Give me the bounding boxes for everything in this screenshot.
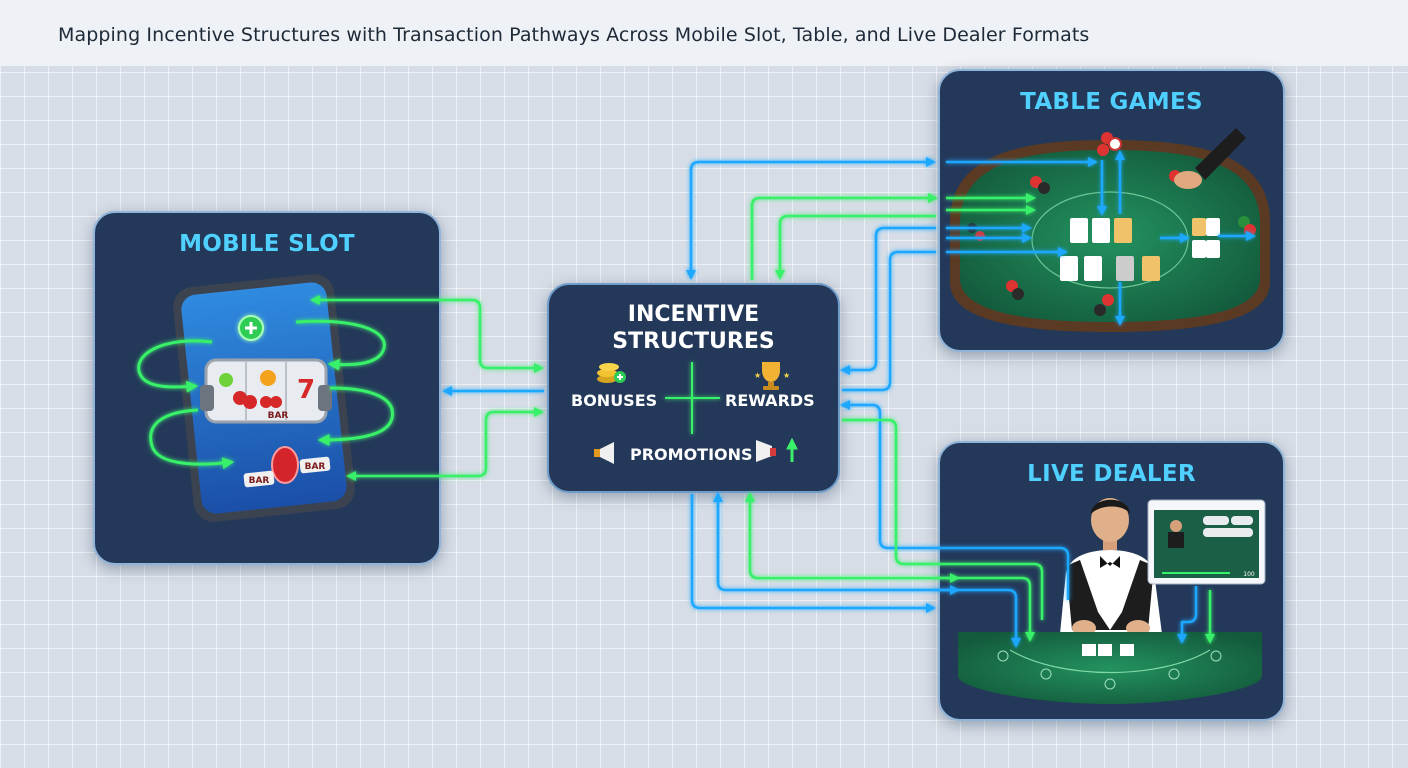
mobile-slot-title: MOBILE SLOT bbox=[179, 231, 355, 257]
live-dealer-panel: LIVE DEALER bbox=[938, 441, 1285, 721]
promotions-label: PROMOTIONS bbox=[630, 445, 753, 464]
mobile-slot-panel: MOBILE SLOT bbox=[93, 211, 441, 565]
incentive-title-line1: INCENTIVE bbox=[627, 302, 760, 327]
incentive-title-line2: STRUCTURES bbox=[612, 329, 775, 354]
title-bar bbox=[0, 0, 1408, 66]
rewards-label: REWARDS bbox=[725, 391, 815, 410]
bonuses-label: BONUSES bbox=[571, 391, 658, 410]
incentive-structures-title: INCENTIVE STRUCTURES bbox=[549, 301, 838, 355]
live-dealer-title: LIVE DEALER bbox=[1027, 461, 1196, 487]
incentive-structures-panel: INCENTIVE STRUCTURES BONUSES REWARDS PRO… bbox=[547, 283, 840, 493]
table-games-panel: TABLE GAMES bbox=[938, 69, 1285, 352]
diagram-title: Mapping Incentive Structures with Transa… bbox=[58, 24, 1090, 46]
table-games-title: TABLE GAMES bbox=[1020, 89, 1203, 115]
